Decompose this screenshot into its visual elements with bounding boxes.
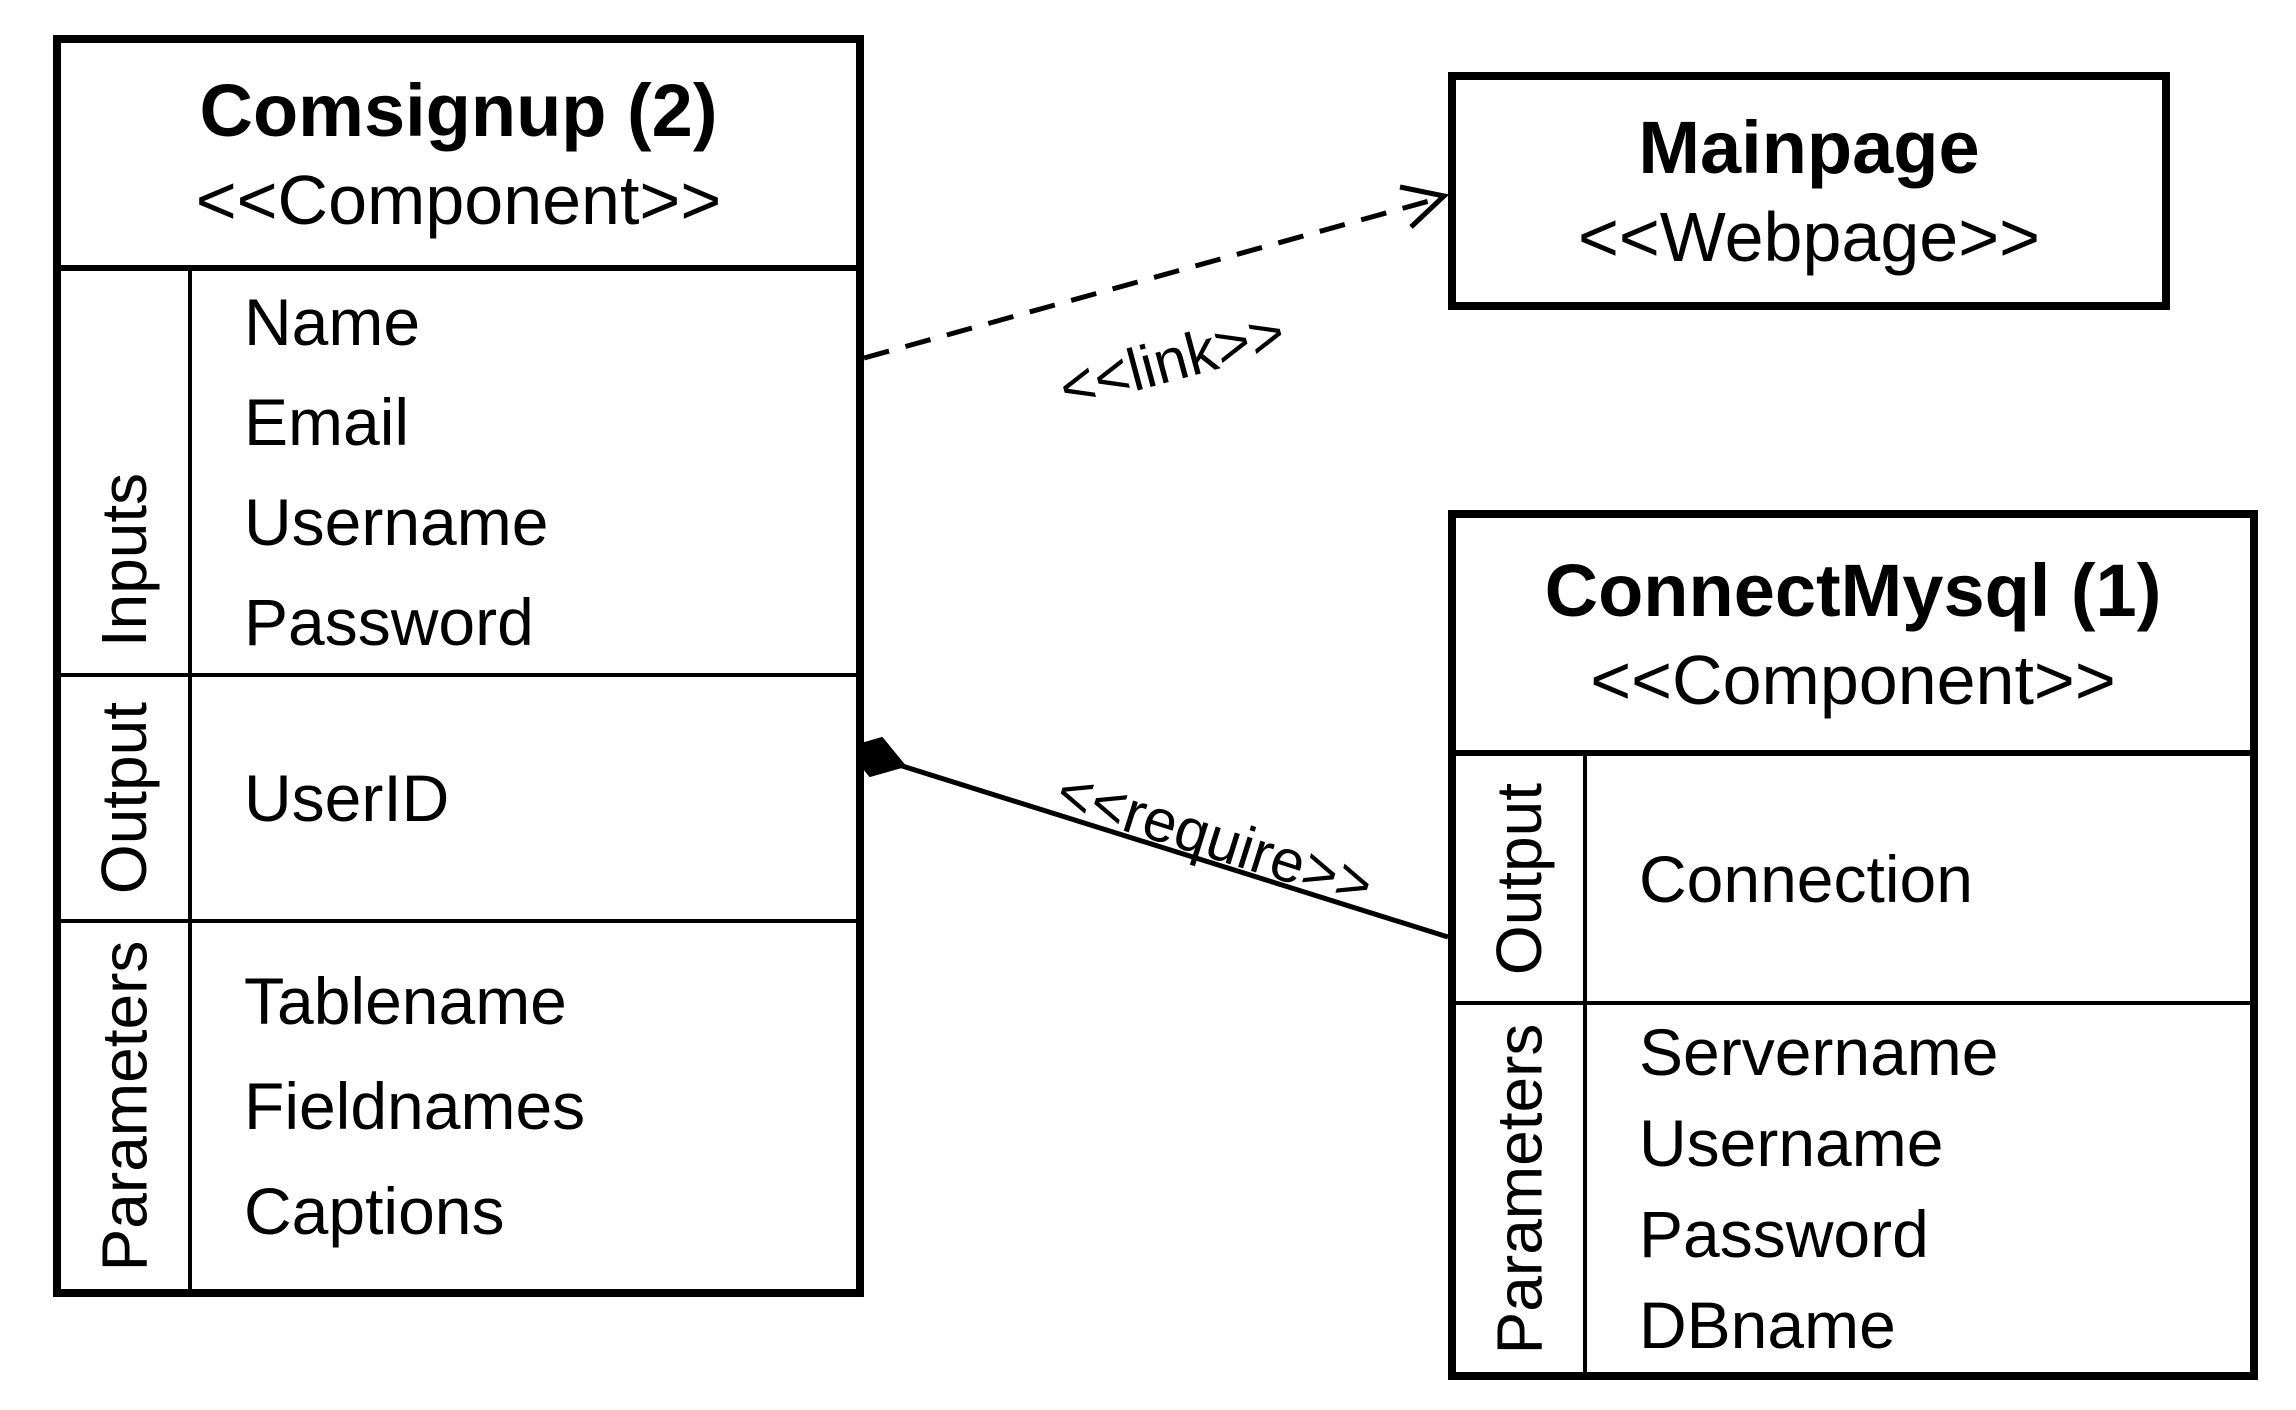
parameters-label-cell: Parameters bbox=[61, 923, 192, 1289]
mainpage-title: Mainpage bbox=[1638, 106, 1980, 189]
field-item: Password bbox=[244, 585, 534, 659]
comsignup-section-parameters: Parameters Tablename Fieldnames Captions bbox=[61, 923, 856, 1289]
inputs-label: Inputs bbox=[88, 472, 161, 648]
inputs-items: Name Email Username Password bbox=[192, 271, 856, 673]
parameters-label-cell: Parameters bbox=[1456, 1005, 1587, 1372]
output-items: UserID bbox=[192, 677, 856, 919]
output-label: Output bbox=[1483, 782, 1556, 975]
connectmysql-section-output: Output Connection bbox=[1456, 756, 2250, 1005]
connectmysql-stereotype: <<Component>> bbox=[1590, 641, 2116, 719]
require-edge-label: <<require>> bbox=[1049, 756, 1381, 920]
field-item: Password bbox=[1639, 1196, 1929, 1271]
comsignup-title: Comsignup (2) bbox=[199, 69, 718, 152]
parameters-label: Parameters bbox=[1483, 1023, 1556, 1354]
connectmysql-title: ConnectMysql (1) bbox=[1544, 549, 2162, 632]
comsignup-component-box: Comsignup (2) <<Component>> Inputs Name … bbox=[53, 35, 864, 1297]
output-label: Output bbox=[88, 701, 161, 895]
connectmysql-header: ConnectMysql (1) <<Component>> bbox=[1456, 518, 2250, 756]
parameters-items: Servername Username Password DBname bbox=[1587, 1005, 2250, 1372]
comsignup-stereotype: <<Component>> bbox=[195, 161, 722, 239]
field-item: Fieldnames bbox=[244, 1068, 586, 1143]
mainpage-stereotype: <<Webpage>> bbox=[1578, 198, 2040, 276]
field-item: Captions bbox=[244, 1173, 505, 1248]
field-item: Username bbox=[1639, 1105, 1944, 1180]
output-items: Connection bbox=[1587, 756, 2250, 1001]
comsignup-header: Comsignup (2) <<Component>> bbox=[61, 43, 856, 271]
field-item: Tablename bbox=[244, 963, 567, 1038]
field-item: Email bbox=[244, 385, 410, 459]
field-item: DBname bbox=[1639, 1287, 1896, 1362]
field-item: Name bbox=[244, 285, 421, 359]
inputs-label-cell: Inputs bbox=[61, 271, 192, 673]
link-arrowhead-icon bbox=[1399, 184, 1450, 229]
comsignup-section-output: Output UserID bbox=[61, 677, 856, 923]
field-item: UserID bbox=[244, 761, 450, 835]
output-label-cell: Output bbox=[1456, 756, 1587, 1001]
comsignup-section-inputs: Inputs Name Email Username Password bbox=[61, 271, 856, 677]
mainpage-webpage-box: Mainpage <<Webpage>> bbox=[1448, 72, 2170, 310]
output-label-cell: Output bbox=[61, 677, 192, 919]
connectmysql-section-parameters: Parameters Servername Username Password … bbox=[1456, 1005, 2250, 1372]
field-item: Connection bbox=[1639, 841, 1973, 916]
field-item: Username bbox=[244, 485, 549, 559]
link-edge-label: <<link>> bbox=[1052, 297, 1292, 423]
connectmysql-component-box: ConnectMysql (1) <<Component>> Output Co… bbox=[1448, 510, 2258, 1380]
parameters-items: Tablename Fieldnames Captions bbox=[192, 923, 856, 1289]
field-item: Servername bbox=[1639, 1014, 1999, 1089]
parameters-label: Parameters bbox=[88, 940, 161, 1272]
mainpage-header: Mainpage <<Webpage>> bbox=[1456, 80, 2162, 302]
